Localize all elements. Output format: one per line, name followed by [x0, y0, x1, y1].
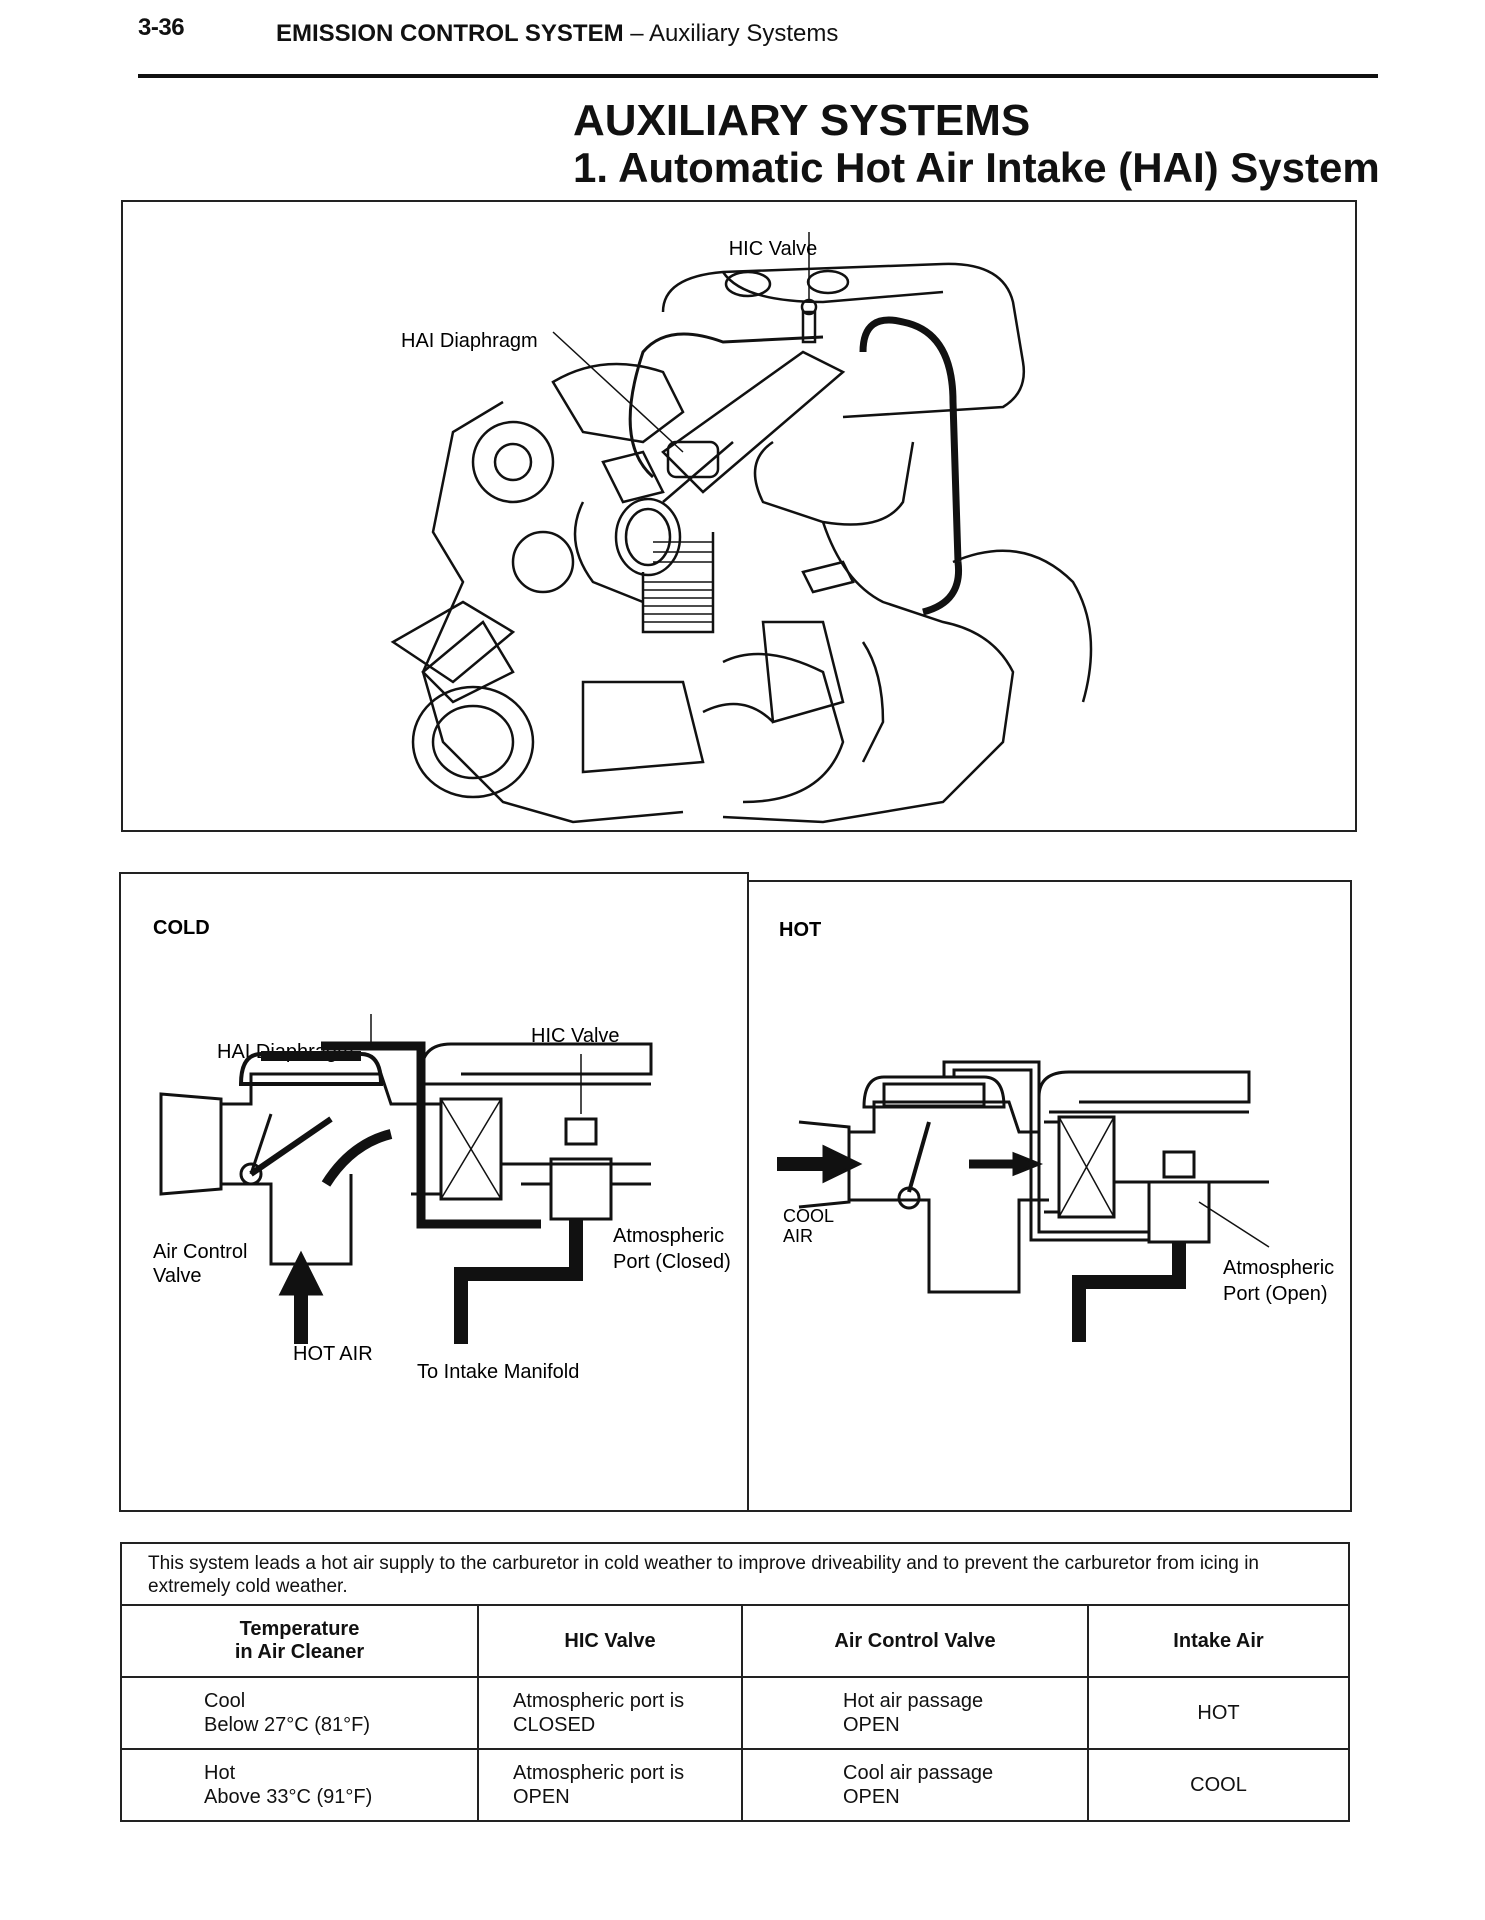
- hic-valve-label: HIC Valve: [729, 238, 818, 260]
- cold-air-control-label-1: Air Control: [153, 1241, 247, 1263]
- table-cell-hic-valve: Atmospheric port is OPEN: [478, 1749, 743, 1820]
- table-header-row: Temperature in Air Cleaner HIC Valve Air…: [122, 1606, 1348, 1678]
- table-cell-intake-air: COOL: [1190, 1774, 1247, 1796]
- table-cell-air-control: Cool air passage OPEN: [742, 1749, 1089, 1820]
- hot-heading: HOT: [779, 919, 821, 941]
- table-row: Hot Above 33°C (91°F) Atmospheric port i…: [122, 1749, 1348, 1820]
- table-cell-temperature: Cool Below 27°C (81°F): [122, 1677, 479, 1750]
- table-cell-intake-air: HOT: [1088, 1677, 1348, 1750]
- condition-table-panel: This system leads a hot air supply to th…: [120, 1542, 1350, 1822]
- page-number: 3-36: [138, 14, 185, 41]
- section-name: EMISSION CONTROL SYSTEM: [276, 20, 624, 47]
- cold-hot-air-label: HOT AIR: [293, 1343, 373, 1365]
- hot-atmospheric-label-2: Port (Open): [1223, 1283, 1327, 1305]
- hot-panel: HOT COOL AIR Atmospheric Port (Open): [747, 880, 1352, 1512]
- table-cell-hic-valve: Atmospheric port is CLOSED: [478, 1677, 743, 1750]
- engine-illustration: HIC Valve HAI Diaphragm: [390, 232, 1093, 824]
- cold-panel: COLD HAI Diaphragm HIC Valve Air Control…: [119, 872, 749, 1512]
- cold-hic-valve-label: HIC Valve: [531, 1025, 620, 1047]
- table-header-hic-valve: HIC Valve: [478, 1606, 743, 1678]
- hot-atmospheric-label-1: Atmospheric: [1223, 1257, 1334, 1279]
- hot-cool-label-2: AIR: [783, 1226, 813, 1246]
- table-intro: This system leads a hot air supply to th…: [122, 1544, 1348, 1606]
- cold-to-intake-label: To Intake Manifold: [417, 1361, 579, 1383]
- table-header-temperature: Temperature in Air Cleaner: [122, 1606, 479, 1678]
- table-row: Cool Below 27°C (81°F) Atmospheric port …: [122, 1677, 1348, 1750]
- cold-atmospheric-label-2: Port (Closed): [613, 1251, 731, 1273]
- header-separator: –: [623, 20, 649, 47]
- cold-atmospheric-label-1: Atmospheric: [613, 1225, 724, 1247]
- condition-table: Temperature in Air Cleaner HIC Valve Air…: [122, 1606, 1348, 1820]
- subsection-name: Auxiliary Systems: [648, 20, 839, 47]
- hai-diaphragm-label: HAI Diaphragm: [401, 330, 538, 352]
- cold-air-control-label-2: Valve: [153, 1265, 202, 1287]
- header-rule: [138, 74, 1378, 78]
- hot-cool-label-1: COOL: [783, 1206, 834, 1226]
- cold-heading: COLD: [153, 917, 210, 939]
- table-cell-air-control: Hot air passage OPEN: [742, 1677, 1089, 1750]
- table-cell-temperature: Hot Above 33°C (91°F): [122, 1749, 479, 1820]
- table-header-air-control-valve: Air Control Valve: [742, 1606, 1089, 1678]
- engine-figure: HIC Valve HAI Diaphragm: [121, 200, 1357, 832]
- table-header-intake-air: Intake Air: [1088, 1606, 1348, 1678]
- page-title: AUXILIARY SYSTEMS: [573, 96, 1031, 145]
- section-title: 1. Automatic Hot Air Intake (HAI) System: [573, 144, 1380, 191]
- hot-diagram: HOT COOL AIR Atmospheric Port (Open): [777, 919, 1334, 1342]
- running-header: EMISSION CONTROL SYSTEM – Auxiliary Syst…: [276, 20, 838, 48]
- cold-diagram: COLD HAI Diaphragm HIC Valve Air Control…: [153, 917, 731, 1383]
